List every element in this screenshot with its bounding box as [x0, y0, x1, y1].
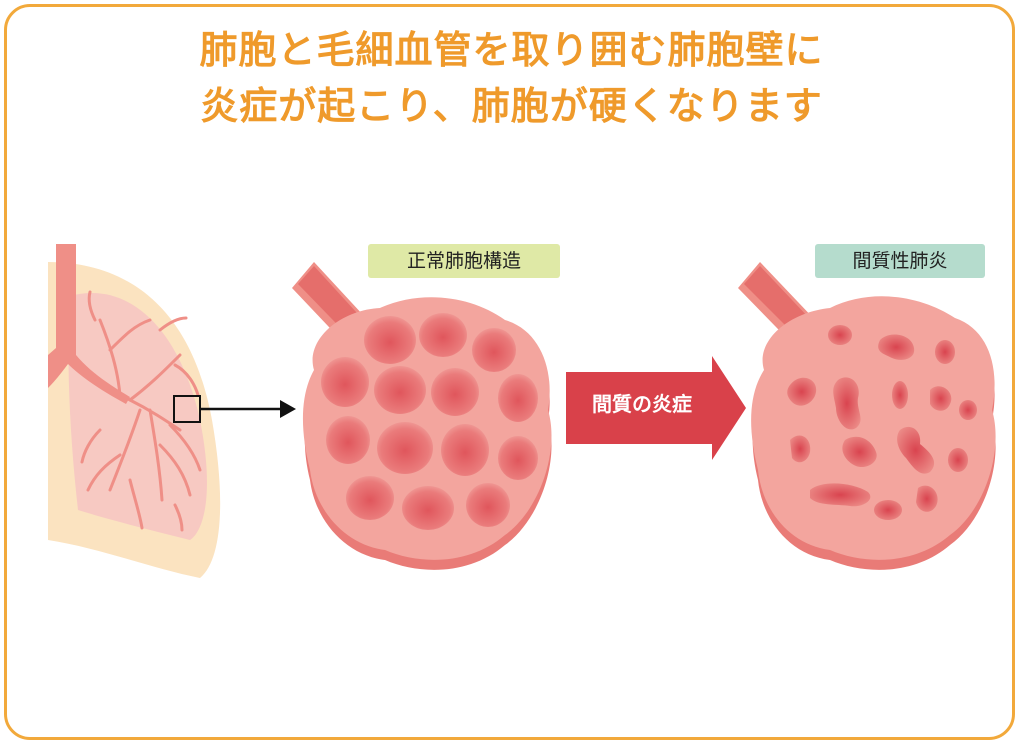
- normal-alveolus-cluster: [292, 262, 552, 570]
- zoom-arrow-head: [280, 400, 296, 418]
- interstitial-pneumonia-label: 間質性肺炎: [815, 244, 985, 278]
- title-line-2: 炎症が起こり、肺胞が硬くなります: [200, 84, 823, 128]
- bronchi-branches: [66, 290, 202, 532]
- normal-structure-label: 正常肺胞構造: [368, 244, 560, 278]
- inflamed-alveoli: [787, 325, 977, 520]
- title-line-1: 肺胞と毛細血管を取り囲む肺胞壁に: [199, 28, 824, 72]
- interstitial-pneumonia-cluster: [738, 262, 996, 570]
- normal-alveoli: [321, 313, 538, 530]
- page-title: 肺胞と毛細血管を取り囲む肺胞壁に 炎症が起こり、肺胞が硬くなります: [0, 22, 1023, 134]
- inflammation-arrow: [566, 356, 746, 460]
- lung-illustration: [48, 244, 296, 578]
- arrow-label: 間質の炎症: [592, 392, 692, 416]
